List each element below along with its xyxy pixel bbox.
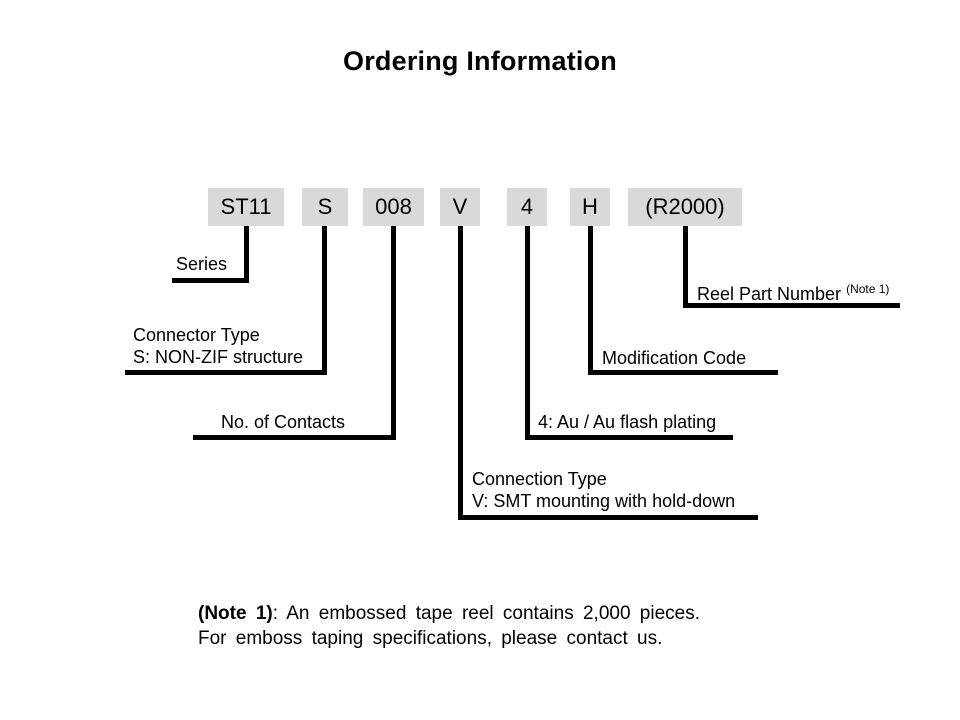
part-code-text: (R2000) (645, 194, 725, 219)
part-code-text: V (452, 194, 468, 219)
plating-connector-line (525, 226, 530, 440)
page-title: Ordering Information (343, 46, 617, 76)
connection-type-label: Connection Type V: SMT mounting with hol… (472, 468, 735, 512)
connection-type-label-line2: V: SMT mounting with hold-down (472, 491, 736, 511)
contacts-underline (193, 435, 396, 440)
part-code-box-connector-type: S (302, 188, 348, 226)
contacts-label: No. of Contacts (221, 412, 346, 432)
reel-part-number-note-ref: (Note 1) (846, 282, 890, 296)
part-code-box-connection-type: V (440, 188, 480, 226)
connector-type-label-line2: S: NON-ZIF structure (133, 347, 304, 367)
connector-type-label-line1: Connector Type (133, 325, 260, 345)
part-code-box-modification: H (570, 188, 610, 226)
series-underline (172, 278, 249, 283)
reel-underline (683, 303, 900, 308)
note-1-line2: For emboss taping specifications, please… (198, 628, 663, 649)
plating-underline (525, 435, 733, 440)
connection-type-connector-line (458, 226, 463, 520)
reel-part-number-text: Reel Part Number (697, 284, 842, 304)
part-code-box-plating: 4 (507, 188, 547, 226)
note-1-label: (Note 1) (198, 603, 273, 624)
part-code-text: ST11 (220, 194, 272, 219)
note-1-text: : An embossed tape reel contains 2,000 p… (272, 603, 700, 624)
note-1: (Note 1): An embossed tape reel contains… (198, 601, 700, 651)
reel-part-number-label: Reel Part Number (Note 1) (697, 278, 889, 305)
part-code-text: 008 (375, 194, 412, 219)
series-connector-line (244, 226, 249, 283)
part-code-text: 4 (520, 194, 534, 219)
modification-label: Modification Code (602, 348, 747, 368)
series-label: Series (176, 254, 228, 274)
reel-connector-line (683, 226, 688, 308)
plating-label: 4: Au / Au flash plating (538, 412, 717, 432)
contacts-connector-line (391, 226, 396, 440)
connection-type-underline (458, 515, 758, 520)
connector-type-connector-line (322, 226, 327, 375)
part-code-box-contacts: 008 (363, 188, 424, 226)
part-code-text: S (317, 194, 333, 219)
connector-type-underline (125, 370, 327, 375)
part-code-text: H (582, 194, 598, 219)
part-code-box-reel: (R2000) (628, 188, 742, 226)
part-code-box-series: ST11 (208, 188, 284, 226)
modification-connector-line (588, 226, 593, 375)
note-1-line1: (Note 1): An embossed tape reel contains… (198, 601, 700, 626)
modification-underline (588, 370, 778, 375)
connector-type-label: Connector Type S: NON-ZIF structure (133, 324, 303, 368)
connection-type-label-line1: Connection Type (472, 469, 607, 489)
